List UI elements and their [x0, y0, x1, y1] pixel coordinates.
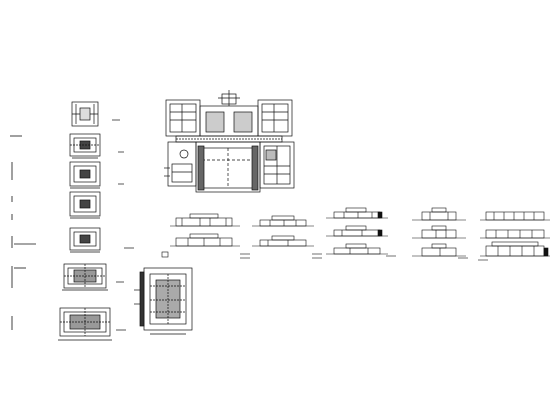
elevation-group-3 — [326, 207, 396, 257]
floor-plan-4 — [69, 183, 124, 219]
left-margin-marks — [10, 135, 36, 330]
floor-plan-5 — [69, 227, 134, 253]
floor-plan-3 — [69, 151, 124, 189]
section-plan — [134, 267, 193, 335]
elevation-group-2 — [252, 215, 322, 259]
site-plan — [164, 90, 295, 193]
floor-plan-1 — [71, 101, 120, 127]
elevation-group-5 — [478, 211, 550, 261]
elevation-group-4 — [412, 207, 468, 259]
floor-plans-column — [58, 101, 134, 341]
floor-plan-7 — [58, 307, 126, 341]
elevation-group-1 — [161, 213, 250, 259]
floor-plan-2 — [69, 133, 101, 159]
floor-plan-6 — [62, 263, 124, 291]
